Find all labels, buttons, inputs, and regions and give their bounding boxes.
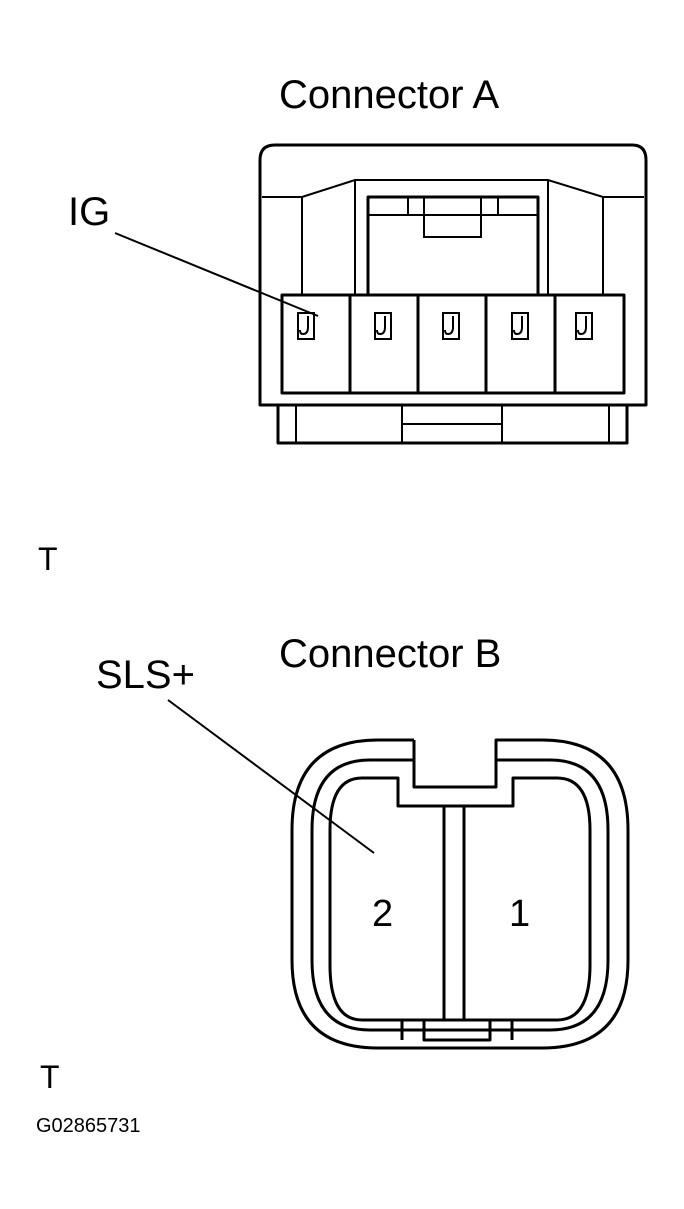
pin-1-label: 1 — [509, 893, 530, 935]
ig-leader-line — [114, 232, 319, 317]
connector-b-title: Connector B — [279, 632, 501, 676]
connector-a-terminal — [374, 312, 392, 340]
t-mark: T — [40, 1059, 60, 1095]
connector-a-terminal — [511, 312, 529, 340]
ig-callout-label: IG — [68, 190, 110, 234]
sls-plus-leader-line — [167, 699, 375, 854]
connector-a: Connector A — [68, 73, 648, 445]
connector-a-housing — [258, 143, 648, 445]
connector-a-terminal — [575, 312, 593, 340]
pin-2-label: 2 — [372, 893, 393, 935]
connector-b: Connector B 2 1 SLS+ — [96, 632, 630, 1050]
connector-a-title: Connector A — [279, 73, 499, 117]
connector-a-terminal — [297, 312, 315, 340]
figure-id: G02865731 — [36, 1115, 141, 1137]
connector-a-terminal — [442, 312, 460, 340]
connector-b-housing — [290, 738, 630, 1050]
sls-plus-callout-label: SLS+ — [96, 653, 195, 697]
t-mark: T — [38, 541, 58, 577]
